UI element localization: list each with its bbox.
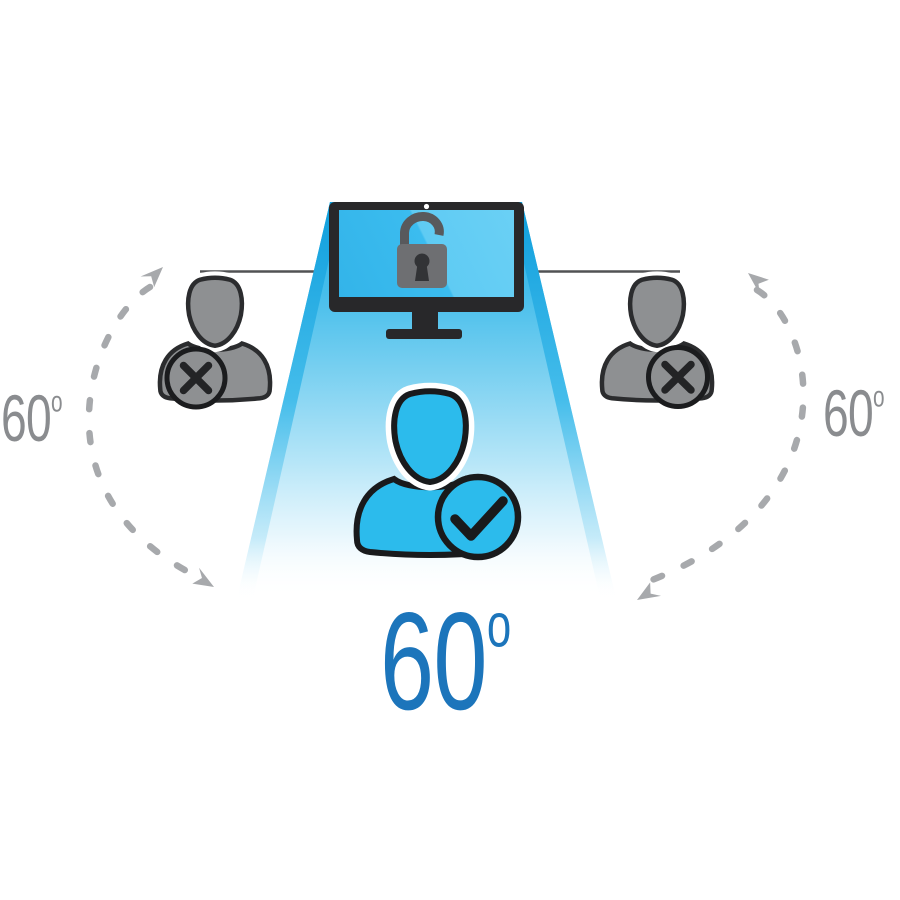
- monitor-stand-base: [386, 329, 462, 339]
- arrowhead-left-top: [140, 261, 170, 290]
- bottom-angle-label: 60o: [380, 592, 511, 731]
- viewer-blocked-left-icon: [160, 278, 270, 410]
- left-angle-label: 60o: [1, 385, 63, 451]
- arc-arrow-right: [648, 286, 807, 584]
- unlock-icon: [397, 211, 447, 288]
- webcam-dot-icon: [423, 203, 430, 210]
- monitor-icon: [329, 202, 524, 339]
- bottom-angle-degree-mark: o: [486, 590, 512, 661]
- bottom-angle-value: 60: [380, 584, 488, 739]
- privacy-cone-right-edge: [510, 202, 616, 598]
- left-angle-value: 60: [1, 381, 52, 455]
- privacy-cone-left-edge: [237, 202, 342, 598]
- viewer-allowed-icon: [357, 391, 522, 561]
- lock-shackle: [400, 211, 444, 247]
- keyhole-tail: [415, 264, 429, 281]
- arrowhead-left-bottom: [189, 567, 219, 595]
- right-angle-value: 60: [823, 376, 874, 450]
- check-badge-icon: [434, 473, 522, 561]
- viewer-blocked-right-icon: [602, 278, 712, 409]
- left-angle-degree-mark: o: [50, 385, 63, 419]
- x-icon-right: [661, 360, 695, 394]
- right-angle-label: 60o: [823, 380, 885, 446]
- arc-arrow-left: [85, 283, 200, 580]
- x-icon-left: [179, 361, 213, 395]
- arrowhead-right-bottom: [632, 580, 661, 607]
- check-icon: [450, 496, 508, 541]
- right-angle-degree-mark: o: [872, 380, 885, 414]
